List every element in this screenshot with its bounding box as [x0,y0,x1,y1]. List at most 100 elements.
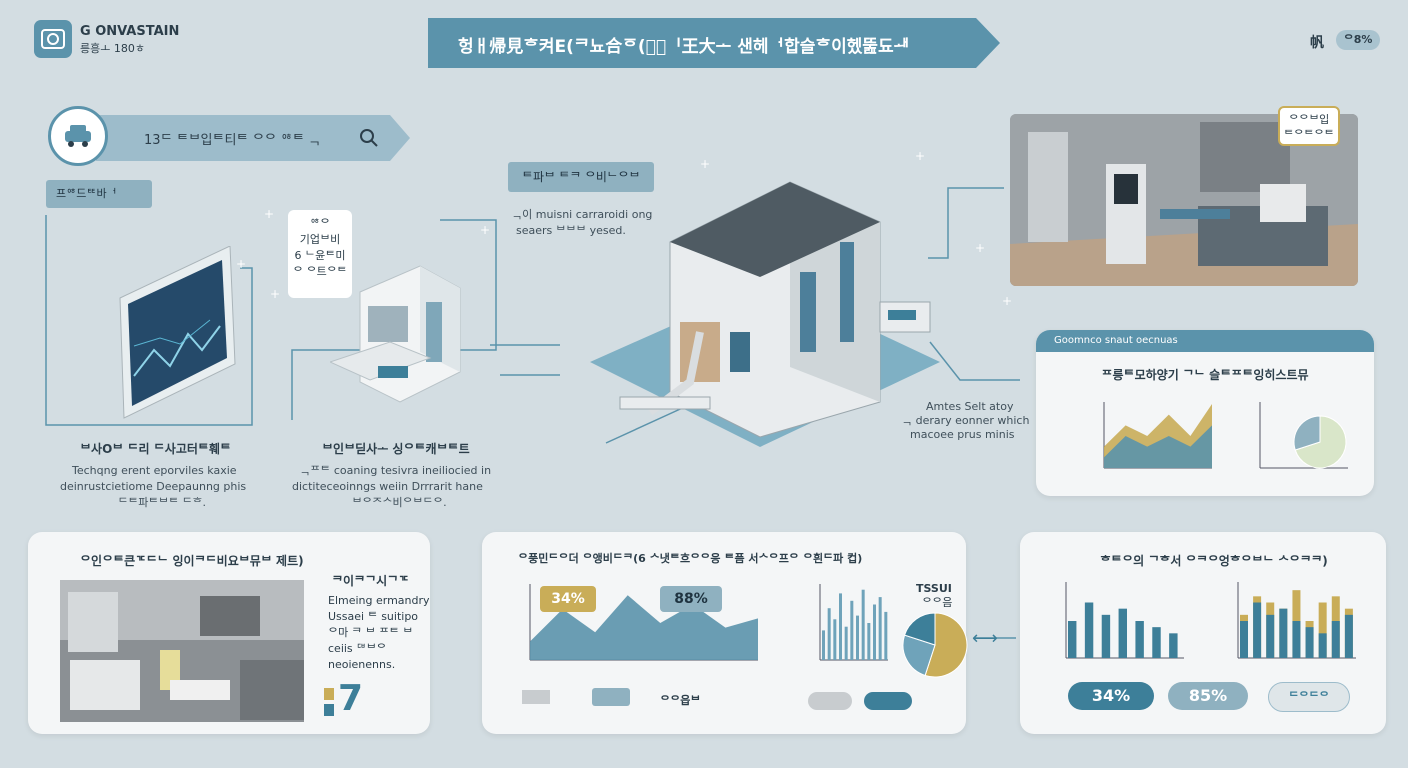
mid-bar-0 [822,630,825,660]
tablet-caption-line2: deinrustcietiome Deepaunng phis [60,480,247,493]
card-bottom-left-line4: ceiis ᄃᄇᄇᄋ [328,642,387,655]
mid-bar-3 [839,593,842,660]
card-bottom-mid: ᄋ풍민ᄃᄋ더 ᄋ앵비ᄃᄏ(6 ᄉ냇ᄐ흐ᄋᄋ응 ᄐ픔 서ᄉᄋ프ᄋ ᄋ흰ᄃ파 컵) … [482,532,968,734]
page-title: 헝ㅐ帰見ᄒ켜E(ᄏ뇨合ᅙ(ㅁ᷊ᅵ王大ᅩ 샌헤ᅥ합슬ᄒ이헸뚪됴ᅫ [458,37,910,57]
title-banner: 헝ㅐ帰見ᄒ켜E(ᄏ뇨合ᅙ(ㅁ᷊ᅵ王大ᅩ 샌헤ᅥ합슬ᄒ이헸뚪됴ᅫ [428,18,1000,68]
building-tag: ᄐ파ᄇ ᄐᄏ ᄋ비ᄂᄋᄇ [508,162,655,192]
card-bottom-left-subtitle: ᄏ이ᄏᄀ시ᄀᄀᄃ [332,574,410,588]
right-bar2-teal-7 [1331,621,1340,658]
right-bar2-teal-0 [1240,621,1248,658]
mid-bar-10 [878,597,882,660]
mid-button-1[interactable] [522,690,550,704]
brand-sub: 릉흥ㅗ 180ㅎ [80,42,145,55]
mid-pie-slice-2 [903,612,936,646]
brand-logo[interactable] [34,20,72,58]
camera-icon [41,29,65,49]
bubble-line1: ᄋᄒᄋ [309,217,331,230]
card-bottom-right: ᄒᄐᄋ의 ᄀᄒ서 ᄋᄏᄋ엉ᄒᄋᄇᄂ ᄉᄋᄏᄏ) 34% 85% ᄃᄋᄃᄋ [1020,532,1386,734]
chart-right-bar-2 [1237,582,1356,659]
card-bottom-left-line3: ᄋ마 ᄏ ᄇ ᄑᄐ ᄇ [328,626,413,639]
chart-right-bar-1 [1065,582,1184,659]
top-area-teal [1104,425,1212,468]
top-pie-slice-1 [1293,415,1321,451]
search-text: 13ᄃ ᄐᄇ입ᄐ티ᄐ ᄋᄋ ᄋᄒᄐ ᆨ [144,133,321,148]
svg-text:+: + [264,207,274,221]
mid-bar-11 [884,611,888,660]
right-bar1-4 [1135,621,1144,658]
search-bar[interactable]: 13ᄃ ᄐᄇ입ᄐ티ᄐ ᄋᄋ ᄋᄒᄐ ᆨ [96,115,410,161]
right-bar2-teal-6 [1318,633,1327,658]
right-bar2-teal-2 [1266,614,1275,658]
right-bar2-teal-8 [1344,614,1353,658]
building-note-line1: ᆨ이 muisni carraroidi ong [512,208,653,221]
svg-text:+: + [975,241,985,255]
stat-pill-85[interactable]: 85% [1168,682,1248,710]
card-bottom-left-title: ᄋ인ᄋᄐ큰ᄀᄃᄃᄂ 잉이ᄏᄃ비요ᄇ뮤ᄇ 제트) [80,554,304,568]
side-note-line2: ᆨ derary eonner which [902,414,1030,427]
card-bottom-right-title: ᄒᄐᄋ의 ᄀᄒ서 ᄋᄏᄋ엉ᄒᄋᄇᄂ ᄉᄋᄏᄏ) [1100,554,1328,568]
machine-caption-title: ᄇ인ᄇ딛사ᅩ 싱ᄋᄐ캐ᄇᄐ트 [322,442,470,456]
card-bottom-left-line5: neoienenns. [328,658,396,671]
top-pie-slice-0 [1294,415,1347,469]
right-bar1-2 [1101,614,1111,658]
machine-caption-line1: ᆨᄑᄐ coaning tesivra ineiliocied in [300,464,492,477]
chart-mid-pie [902,612,968,678]
chart-card-title: ᄑ릉ᄐ모하양기 ᄀᄂ 슬ᄐᄑᄐ잉히스트뮤 [1101,368,1309,382]
mid-bar-5 [850,600,854,660]
mid-bar-2 [833,619,837,660]
building-note-line2: seaers ᄇᄇᄇ yesed. [516,224,626,237]
mid-bar-8 [867,623,871,660]
mid-button-5[interactable] [864,692,912,710]
taxi-icon[interactable] [48,106,108,166]
bar-icon-gold [324,688,334,700]
mid-pie-slice-0 [924,612,968,678]
tablet-illustration [110,245,240,426]
callout-88: 88% [660,586,722,612]
tablet-caption-line1: Techqng erent eporviles kaxie [72,464,237,477]
bar-icon-teal [324,704,334,716]
bubble-line3: 6 ᄂ윤ᄐ미 [294,249,346,262]
svg-text:+: + [480,223,490,237]
right-bar2-gold-6 [1318,602,1327,658]
mid-button-2[interactable] [592,688,630,706]
mid-bar-9 [873,604,876,660]
right-bar1-0 [1068,621,1077,658]
right-bar1-5 [1152,627,1161,658]
card-bottom-left: ᄋ인ᄋᄐ큰ᄀᄃᄃᄂ 잉이ᄏᄃ비요ᄇ뮤ᄇ 제트) ᄏ이ᄏᄀ시ᄀᄀᄃ Elmeing… [28,532,430,734]
office-bubble-line1: ᄋᄋᄇ입 [1288,113,1330,126]
callout-34: 34% [540,586,596,612]
right-bar2-teal-1 [1253,602,1262,658]
machine-caption-line3: ᄇᄋᄌᄉ비ᄋᄇᄃᄋ. [352,496,447,509]
pie-legend-title: TSSUI [916,582,952,595]
diagnostic-machine-illustration [328,262,470,416]
mid-button-4[interactable] [808,692,852,710]
top-status-pill[interactable]: ᄋ8% [1336,30,1380,50]
clinic-interior-photo [60,580,304,722]
mid-bar-4 [844,626,848,660]
bubble-line2: 기업ᄇ비 [299,233,341,246]
stat-pill-3[interactable]: ᄃᄋᄃᄋ [1268,682,1350,712]
speech-bubble: ᄋᄒᄋ 기업ᄇ비 6 ᄂ윤ᄐ미 ᄋ ᄋ트ᄋᄐ [288,210,352,298]
tablet-caption-line3: ᄃᄐ파ᄐᄇᄐ ᄃᄒ. [118,496,206,509]
card-bottom-left-line1: Elmeing ermandry [328,594,430,607]
stat-pill-34[interactable]: 34% [1068,682,1154,710]
pie-legend-sub: ᄋᄋ음 [922,596,953,609]
grid-icon[interactable]: 帆 [1310,35,1324,51]
right-bar1-1 [1084,602,1094,658]
right-bar1-3 [1118,608,1127,658]
double-arrow-icon: ⟷ [972,628,998,649]
mid-button-3[interactable]: ᄋᄋ읍ᄇ [660,694,701,707]
office-bubble-line2: ᄐᄋᄐᄋᄐ [1283,128,1335,141]
side-note-line3: macoee prus minis [910,428,1015,441]
chart-card-top: Goomnco snaut oecnuas ᄑ릉ᄐ모하양기 ᄀᄂ 슬ᄐᄑᄐ잉히스… [1036,330,1374,496]
card-bottom-left-line2: Ussaei ᄐ suitipo [328,610,419,623]
search-icon[interactable] [358,127,380,149]
tablet-caption-title: ᄇ사Oᄇ ᄃ리 ᄃ사고터ᄐ훼ᄐ [80,442,232,456]
bubble-line4: ᄋ ᄋ트ᄋᄐ [292,265,348,278]
svg-text:+: + [1002,294,1012,308]
chart-top-area [1103,402,1212,469]
office-bubble: ᄋᄋᄇ입 ᄐᄋᄐᄋᄐ [1278,106,1340,146]
big-number: 7 [338,678,364,719]
right-bar2-teal-4 [1292,621,1301,658]
chart-mid-bar [819,584,888,661]
